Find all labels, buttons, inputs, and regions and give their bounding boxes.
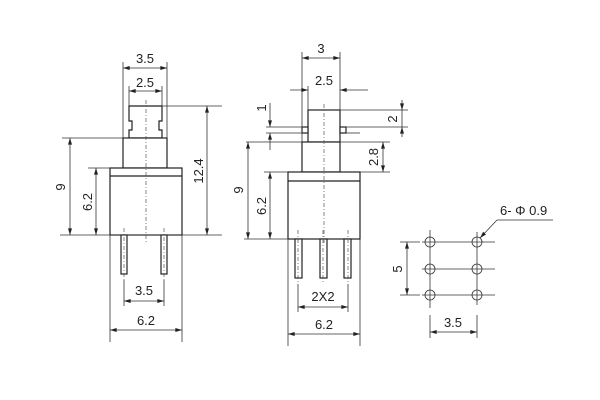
dim-body-width: 6.2 bbox=[315, 317, 333, 332]
pcb-footprint: 5 3.5 6- Φ 0.9 bbox=[390, 203, 553, 338]
hole bbox=[424, 236, 483, 301]
dim-body-width: 6.2 bbox=[137, 313, 155, 328]
dim-actuator-inner: 2.5 bbox=[136, 75, 154, 90]
pin bbox=[343, 238, 352, 279]
upper-housing bbox=[122, 137, 168, 169]
dim-actuator-outer: 3.5 bbox=[136, 51, 154, 66]
pin bbox=[294, 238, 303, 279]
dim-col-pitch: 3.5 bbox=[444, 315, 462, 330]
pin bbox=[319, 238, 328, 279]
dim-top-height: 2 bbox=[385, 115, 400, 122]
hole-note: 6- Φ 0.9 bbox=[500, 203, 547, 218]
upper-housing bbox=[301, 141, 341, 173]
front-view: 3 2.5 1 2 2.8 9 6.2 2X2 6.2 bbox=[231, 41, 408, 346]
dim-pin-pitch: 3.5 bbox=[135, 283, 153, 298]
actuator bbox=[128, 105, 163, 139]
dim-total-height: 12.4 bbox=[191, 158, 206, 183]
dim-slot: 1 bbox=[254, 104, 269, 111]
dim-actuator-inner: 2.5 bbox=[315, 73, 333, 88]
dim-body-height: 6.2 bbox=[254, 197, 269, 215]
dim-upper-height: 9 bbox=[53, 183, 68, 190]
dim-row-span: 5 bbox=[390, 265, 405, 272]
dim-body-height: 6.2 bbox=[80, 193, 95, 211]
dim-upper-height: 9 bbox=[231, 186, 246, 193]
dim-pin-pitch: 2X2 bbox=[311, 289, 334, 304]
dim-stem-height: 2.8 bbox=[366, 148, 381, 166]
dim-actuator-width: 3 bbox=[317, 41, 324, 56]
side-view: 3.5 2.5 12.4 9 6.2 3.5 6.2 bbox=[53, 51, 222, 342]
